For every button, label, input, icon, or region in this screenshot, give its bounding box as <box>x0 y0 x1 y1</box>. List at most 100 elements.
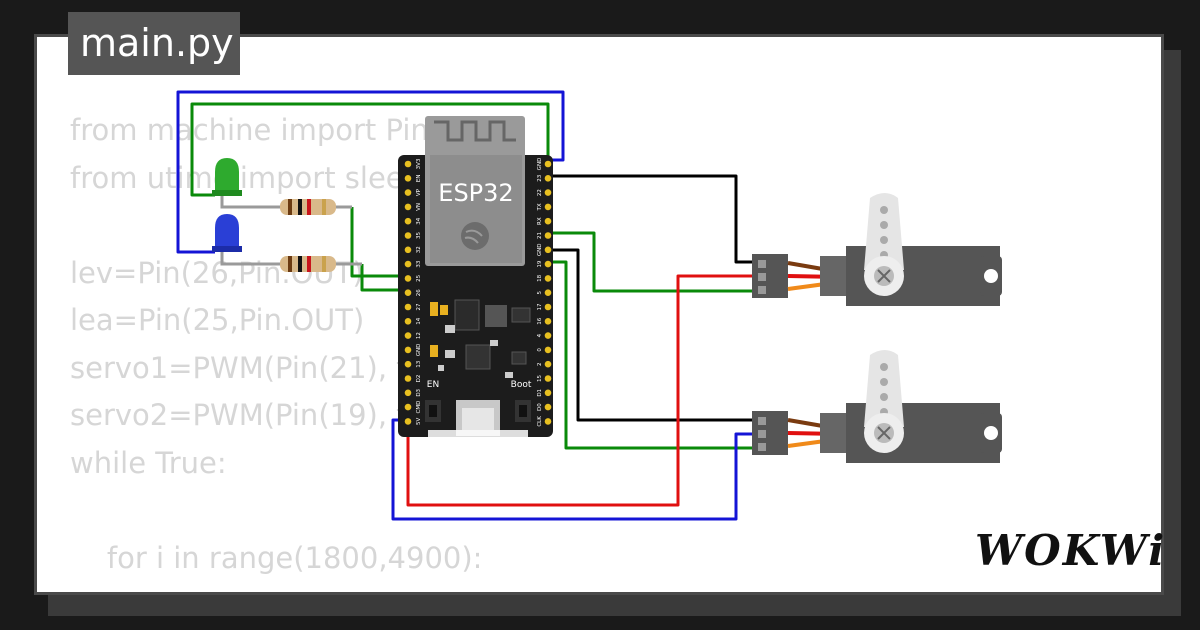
pin-label-right-13: 0 <box>537 348 543 352</box>
file-tab[interactable]: main.py <box>68 12 240 75</box>
pin-left-8[interactable] <box>404 275 412 282</box>
code-line: for i in range(1800,4900): <box>70 540 483 575</box>
wire-black-servo1 <box>550 174 752 264</box>
pin-label-left-8: 25 <box>416 274 422 281</box>
pin-label-left-2: VP <box>416 188 422 196</box>
pin-label-left-16: D3 <box>416 388 422 396</box>
pin-label-right-7: 19 <box>537 260 543 267</box>
en-label: EN <box>427 380 439 390</box>
pin-left-16[interactable] <box>404 389 412 397</box>
pin-left-14[interactable] <box>404 360 412 368</box>
pin-right-3[interactable] <box>544 203 552 211</box>
pin-label-right-0: GND <box>537 158 543 171</box>
pin-right-8[interactable] <box>544 275 552 282</box>
servo-2[interactable] <box>752 350 1002 463</box>
pin-right-13[interactable] <box>544 346 552 354</box>
pin-label-right-17: D0 <box>537 403 543 411</box>
wire-green-resistor-25 <box>350 207 408 278</box>
code-line: while True: <box>70 445 227 480</box>
pin-label-left-18: 5V <box>416 418 422 425</box>
pin-left-15[interactable] <box>404 375 412 382</box>
pin-right-4[interactable] <box>544 217 552 225</box>
pin-left-1[interactable] <box>404 175 412 182</box>
wire-blue-servo2 <box>391 418 752 521</box>
pin-label-left-3: VN <box>416 203 422 211</box>
wire-green-servo2 <box>550 260 752 450</box>
pin-label-right-16: D1 <box>537 389 543 397</box>
pin-label-left-10: 27 <box>416 303 422 310</box>
pin-label-right-8: 18 <box>537 274 543 281</box>
wire-green-resistor-26 <box>360 264 408 292</box>
pin-label-right-2: 22 <box>537 189 543 196</box>
pin-label-right-5: 21 <box>537 232 543 239</box>
pin-label-right-15: 15 <box>537 375 543 382</box>
pin-label-left-11: 14 <box>416 317 422 324</box>
pin-label-left-1: EN <box>416 175 422 183</box>
pin-label-left-17: CMD <box>416 401 422 414</box>
pin-left-5[interactable] <box>404 232 412 239</box>
pin-right-14[interactable] <box>544 360 552 368</box>
wire-red-5v <box>406 274 752 507</box>
pin-label-right-10: 17 <box>537 303 543 310</box>
wokwi-logo: WOKWi <box>975 526 1167 575</box>
esp32-label: ESP32 <box>438 179 513 207</box>
pin-label-left-0: 3V3 <box>416 158 422 169</box>
pin-left-4[interactable] <box>404 217 412 225</box>
pin-label-left-4: 34 <box>416 217 422 224</box>
pin-right-10[interactable] <box>544 303 552 311</box>
pin-label-left-6: 32 <box>416 246 422 253</box>
pin-label-left-9: 26 <box>416 289 422 296</box>
pin-label-right-14: 2 <box>537 362 543 366</box>
pin-left-12[interactable] <box>404 332 412 339</box>
pin-label-right-4: RX <box>537 217 543 225</box>
blue-led[interactable] <box>212 214 262 266</box>
pin-left-0[interactable] <box>404 160 412 168</box>
boot-label: Boot <box>511 380 532 390</box>
pin-label-left-14: 13 <box>416 360 422 367</box>
wire-green-servo1 <box>550 231 752 293</box>
pin-label-right-18: CLK <box>537 416 543 427</box>
servo-1[interactable] <box>752 193 1002 306</box>
pin-right-6[interactable] <box>544 246 552 254</box>
pin-label-right-6: GND <box>537 243 543 256</box>
pin-left-9[interactable] <box>404 289 412 297</box>
pin-label-left-12: 12 <box>416 332 422 339</box>
pin-left-18[interactable] <box>404 418 412 425</box>
pin-left-13[interactable] <box>404 346 412 354</box>
code-line: lea=Pin(25,Pin.OUT) <box>70 303 365 337</box>
pin-left-6[interactable] <box>404 246 412 254</box>
pin-right-16[interactable] <box>544 389 552 397</box>
pin-left-3[interactable] <box>404 203 412 211</box>
resistor-2[interactable] <box>262 256 362 272</box>
pin-label-right-1: 23 <box>537 174 543 181</box>
pin-right-17[interactable] <box>544 403 552 411</box>
pin-left-10[interactable] <box>404 303 412 311</box>
green-led[interactable] <box>212 158 262 209</box>
resistor-1[interactable] <box>262 199 352 215</box>
pin-right-11[interactable] <box>544 318 552 325</box>
pin-right-7[interactable] <box>544 260 552 268</box>
pin-left-2[interactable] <box>404 189 412 196</box>
pin-right-9[interactable] <box>544 289 552 297</box>
pin-label-left-7: 33 <box>416 260 422 267</box>
pin-right-5[interactable] <box>544 232 552 239</box>
pin-right-18[interactable] <box>544 418 552 425</box>
pin-label-left-15: D2 <box>416 375 422 383</box>
pin-label-right-11: 16 <box>537 317 543 324</box>
pin-label-right-12: 4 <box>537 333 543 337</box>
pin-right-12[interactable] <box>544 332 552 339</box>
esp32-board[interactable] <box>398 116 553 438</box>
wire-black-servo2 <box>550 248 752 422</box>
pin-right-0[interactable] <box>544 160 552 168</box>
pin-left-17[interactable] <box>404 403 412 411</box>
pin-left-11[interactable] <box>404 318 412 325</box>
pin-right-1[interactable] <box>544 175 552 182</box>
pin-left-7[interactable] <box>404 260 412 268</box>
pin-label-left-5: 35 <box>416 232 422 239</box>
wire-blue-gnd-led <box>176 90 565 254</box>
pin-right-2[interactable] <box>544 189 552 196</box>
pin-right-15[interactable] <box>544 375 552 382</box>
